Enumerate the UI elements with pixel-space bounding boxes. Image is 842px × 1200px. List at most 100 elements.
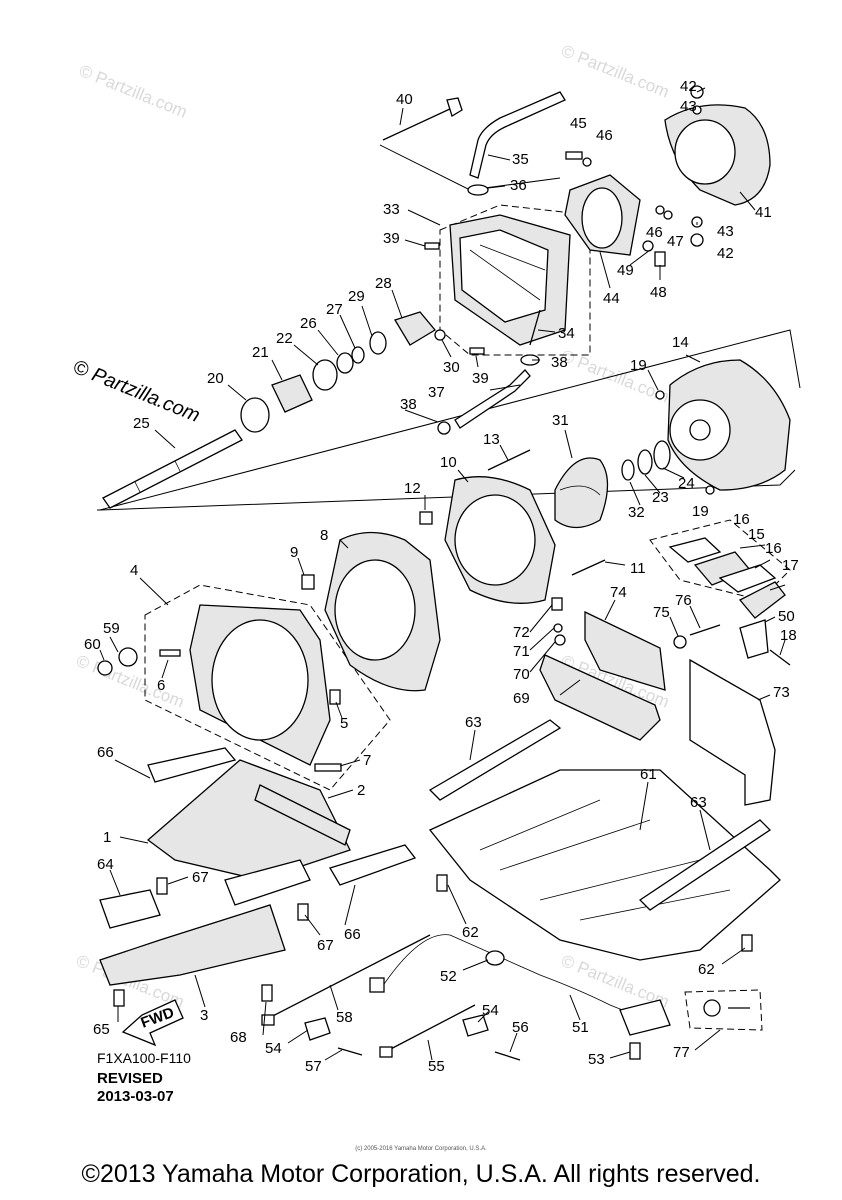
callout-25: 25 (133, 415, 150, 432)
callout-9: 9 (290, 544, 298, 561)
hose-37 (454, 369, 531, 429)
callout-28: 28 (375, 275, 392, 292)
nut-43 (692, 105, 702, 115)
pin-39 (469, 347, 485, 355)
fwd-arrow: FWD (121, 999, 184, 1047)
plate-2 (254, 784, 351, 846)
washer-46 (582, 157, 592, 167)
ring-44 (564, 174, 641, 256)
callout-45: 45 (570, 115, 587, 132)
callout-19a: 19 (630, 357, 647, 374)
callout-34: 34 (558, 325, 575, 342)
bolt-62 (741, 934, 753, 952)
seal-26 (336, 352, 354, 374)
copyright: ©2013 Yamaha Motor Corporation, U.S.A. A… (81, 1160, 761, 1188)
grommet-52 (485, 950, 505, 966)
washer-59 (118, 647, 138, 667)
cap-28 (394, 311, 436, 346)
shaft-25 (102, 429, 243, 509)
callout-52: 52 (440, 968, 457, 985)
callout-16b: 16 (765, 540, 782, 557)
rail-63 (638, 819, 772, 911)
collar-49 (642, 240, 654, 252)
watermark: © Partzilla.com (77, 61, 190, 122)
callout-43b: 43 (717, 223, 734, 240)
callout-14: 14 (672, 334, 689, 351)
pin-19 (705, 485, 715, 495)
bolt-11 (571, 559, 606, 576)
callout-70: 70 (513, 666, 530, 683)
bolt-40 (382, 97, 463, 141)
callout-8: 8 (320, 527, 328, 544)
bracket-51 (619, 999, 671, 1036)
callout-31: 31 (552, 412, 569, 429)
callout-36: 36 (510, 177, 527, 194)
bolt-62 (436, 874, 448, 892)
callouts: 1 2 3 4 5 6 7 8 9 10 11 12 13 14 15 16 1… (84, 78, 799, 1075)
callout-39b: 39 (472, 370, 489, 387)
revised-label: REVISED (97, 1070, 163, 1087)
bracket-66 (329, 844, 417, 886)
callout-56: 56 (512, 1019, 529, 1036)
nozzle-33 (449, 214, 571, 346)
housing-8 (324, 531, 441, 692)
callout-7: 7 (363, 752, 371, 769)
collar-12 (419, 511, 433, 525)
bolt-13 (487, 449, 531, 471)
callout-17: 17 (782, 557, 799, 574)
bolt-42 (690, 233, 704, 247)
bolt-30 (434, 329, 446, 341)
clamp-38 (437, 421, 451, 435)
bolt-48 (654, 251, 666, 267)
callout-42a: 42 (680, 78, 697, 95)
callout-77: 77 (673, 1044, 690, 1061)
bolt-18 (769, 649, 791, 666)
callout-62a: 62 (462, 924, 479, 941)
ring-27 (351, 346, 365, 364)
stud-7 (314, 763, 342, 772)
callout-51: 51 (572, 1019, 589, 1036)
callout-42b: 42 (717, 245, 734, 262)
callout-62b: 62 (698, 961, 715, 978)
housing-14 (667, 359, 791, 491)
callout-1: 1 (103, 829, 111, 846)
callout-24: 24 (678, 475, 695, 492)
callout-26: 26 (300, 315, 317, 332)
callout-69: 69 (513, 690, 530, 707)
callout-68: 68 (230, 1029, 247, 1046)
callout-59: 59 (103, 620, 120, 637)
impeller-31 (554, 457, 609, 529)
clip-54 (462, 1014, 489, 1037)
pin-19 (655, 390, 665, 400)
callout-54a: 54 (265, 1040, 282, 1057)
callout-57: 57 (305, 1058, 322, 1075)
callout-67b: 67 (317, 937, 334, 954)
gasket-16 (668, 537, 722, 563)
callout-63a: 63 (465, 714, 482, 731)
collar-21 (271, 374, 313, 413)
revised-date: 2013-03-07 (97, 1088, 174, 1105)
callout-71: 71 (513, 643, 530, 660)
bearing-22 (312, 359, 338, 391)
callout-49: 49 (617, 262, 634, 279)
plate-74 (584, 610, 666, 691)
callout-4: 4 (130, 562, 138, 579)
callout-5: 5 (340, 715, 348, 732)
callout-44: 44 (603, 290, 620, 307)
callout-21: 21 (252, 344, 269, 361)
duct-1 (146, 759, 351, 881)
connector-52 (369, 977, 385, 993)
callout-29: 29 (348, 288, 365, 305)
callout-58: 58 (336, 1009, 353, 1026)
plate-1b (224, 859, 311, 906)
callout-60: 60 (84, 636, 101, 653)
callout-32: 32 (628, 504, 645, 521)
callout-43a: 43 (680, 98, 697, 115)
bracket-64 (99, 889, 161, 929)
callout-46a: 46 (596, 127, 613, 144)
bracket-17 (738, 581, 786, 619)
callout-66a: 66 (97, 744, 114, 761)
callout-55: 55 (428, 1058, 445, 1075)
nut-47 (663, 210, 673, 220)
callout-12: 12 (404, 480, 421, 497)
